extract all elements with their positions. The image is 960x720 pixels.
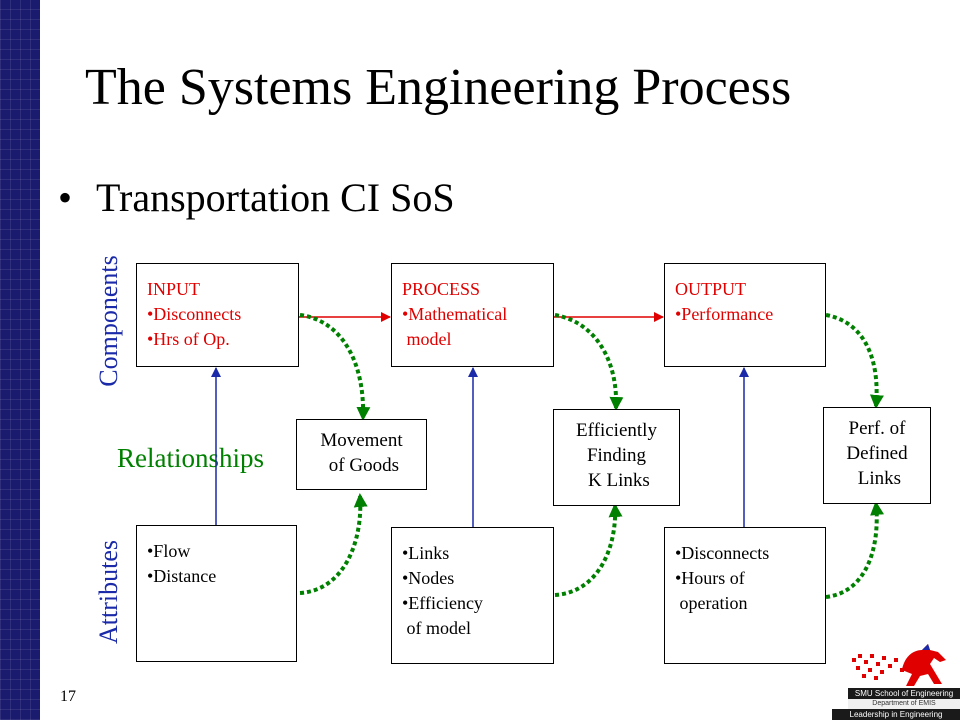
relationship-line: Finding bbox=[586, 445, 647, 466]
relationship-line: of Goods bbox=[324, 455, 399, 476]
attribute-item: •Efficiency bbox=[402, 593, 483, 613]
input-component-box: INPUT •Disconnects •Hrs of Op. bbox=[136, 263, 299, 367]
output-item: •Performance bbox=[675, 304, 774, 324]
relationship-line: Links bbox=[852, 468, 902, 489]
curve-output-to-perf bbox=[825, 313, 884, 409]
links-attribute-box: •Links •Nodes •Efficiency of model bbox=[391, 527, 554, 664]
relationship-line: Defined bbox=[846, 443, 908, 464]
input-item: •Hrs of Op. bbox=[147, 329, 230, 349]
curve-disconnects-to-perf bbox=[825, 501, 885, 599]
logo-tagline-text: Leadership in Engineering bbox=[832, 709, 960, 720]
attribute-item: •Hours of bbox=[675, 568, 745, 588]
relationship-line: Perf. of bbox=[848, 418, 906, 439]
attribute-item: of model bbox=[402, 618, 472, 638]
relationships-label: Relationships bbox=[117, 443, 264, 473]
attribute-item: •Distance bbox=[147, 566, 217, 586]
attribute-item: •Links bbox=[402, 543, 450, 563]
attribute-item: •Disconnects bbox=[675, 543, 770, 563]
relationship-line: K Links bbox=[583, 470, 650, 491]
logo-department-text: Department of EMIS bbox=[848, 699, 960, 709]
perf-defined-links-box: Perf. of Defined Links bbox=[823, 407, 931, 504]
smu-logo: SMU School of Engineering Department of … bbox=[832, 640, 960, 720]
mustang-icon bbox=[852, 644, 946, 686]
attribute-item: operation bbox=[675, 593, 748, 613]
process-heading: PROCESS bbox=[402, 279, 481, 299]
sidebar-decoration bbox=[0, 0, 40, 720]
relationship-line: Movement bbox=[320, 430, 403, 451]
curve-flow-to-movement bbox=[299, 493, 368, 595]
output-heading: OUTPUT bbox=[675, 279, 746, 299]
relationship-line: Efficiently bbox=[576, 420, 657, 441]
curve-process-to-efficiently bbox=[554, 313, 624, 411]
input-item: •Disconnects bbox=[147, 304, 242, 324]
curve-input-to-movement bbox=[299, 313, 371, 421]
slide-title: The Systems Engineering Process bbox=[85, 59, 792, 116]
movement-of-goods-box: Movement of Goods bbox=[296, 419, 427, 490]
efficiently-finding-box: Efficiently Finding K Links bbox=[553, 409, 680, 506]
slide-number: 17 bbox=[60, 688, 76, 705]
bullet-text: Transportation CI SoS bbox=[96, 175, 455, 220]
attribute-item: •Nodes bbox=[402, 568, 455, 588]
flow-attribute-box: •Flow •Distance bbox=[136, 525, 297, 662]
logo-school-text: SMU School of Engineering bbox=[848, 688, 960, 699]
attribute-item: •Flow bbox=[147, 541, 191, 561]
disconnects-attribute-box: •Disconnects •Hours of operation bbox=[664, 527, 826, 664]
process-item: model bbox=[402, 329, 452, 349]
bullet-item: • Transportation CI SoS bbox=[58, 174, 455, 221]
output-component-box: OUTPUT •Performance bbox=[664, 263, 826, 367]
curve-links-to-efficiently bbox=[554, 503, 623, 597]
process-item: •Mathematical bbox=[402, 304, 508, 324]
process-component-box: PROCESS •Mathematical model bbox=[391, 263, 554, 367]
bullet-dot: • bbox=[58, 175, 73, 220]
input-heading: INPUT bbox=[147, 279, 200, 299]
